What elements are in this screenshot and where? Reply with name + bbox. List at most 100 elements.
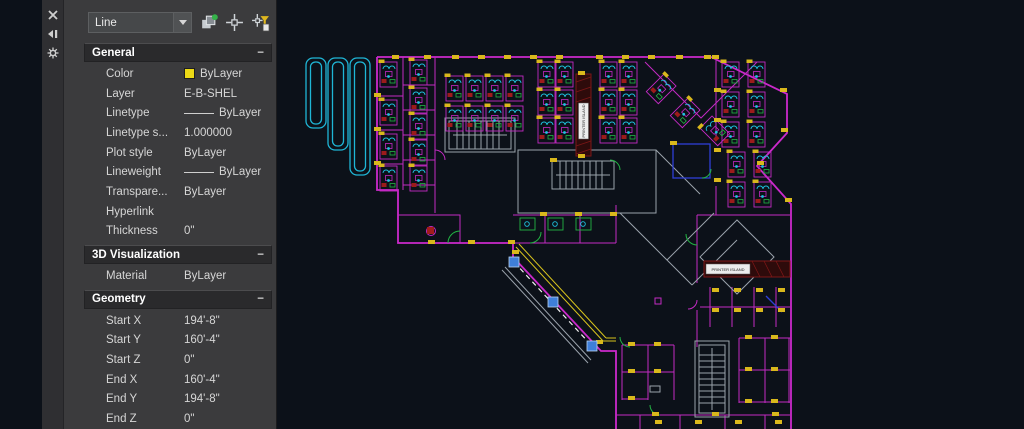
prop-value[interactable]: 160'-4" (184, 334, 220, 346)
prop-label: Thickness (106, 225, 158, 238)
prop-value-text: 194'-8" (184, 393, 220, 406)
small-rooms (519, 217, 592, 231)
settings-gear-icon[interactable] (47, 47, 59, 59)
printer-island-label-v: PRINTER ISLAND (581, 104, 586, 137)
dropdown-arrow-icon[interactable] (173, 13, 191, 32)
section-title: Geometry (92, 293, 146, 306)
palette-titlebar[interactable] (42, 0, 64, 429)
object-type-value: Line (95, 16, 117, 29)
prop-row-end-y[interactable]: End Y 194'-8" (64, 390, 276, 410)
prop-value[interactable]: ByLayer (184, 107, 261, 119)
prop-value-text: 0" (184, 413, 195, 426)
prop-label: End Z (106, 413, 137, 426)
prop-value-text: ByLayer (219, 166, 262, 179)
prop-label: Linetype s... (106, 126, 169, 139)
prop-row-transparency[interactable]: Transpare... ByLayer (64, 182, 276, 202)
prop-value-text: E-B-SHEL (184, 87, 238, 100)
stairs-lower (698, 344, 726, 414)
grip-start[interactable] (508, 256, 520, 268)
prop-row-end-z[interactable]: End Z 0" (64, 409, 276, 429)
prop-value[interactable]: ByLayer (184, 270, 226, 282)
stairs-upper (448, 120, 512, 150)
prop-value[interactable]: E-B-SHEL (184, 88, 237, 100)
prop-label: End X (106, 373, 138, 386)
collapse-button[interactable]: − (257, 46, 264, 59)
prop-value-text: ByLayer (184, 146, 227, 159)
prop-value-text: ByLayer (200, 67, 243, 80)
prop-value[interactable]: 194'-8" (184, 315, 220, 327)
prop-row-end-x[interactable]: End X 160'-4" (64, 370, 276, 390)
prop-label: End Y (106, 393, 138, 406)
prop-value[interactable]: 160'-4" (184, 374, 220, 386)
prop-value-text: 1.000000 (184, 126, 232, 139)
red-fixture (427, 227, 434, 234)
section-header-3d-visualization[interactable]: 3D Visualization − (84, 245, 272, 265)
room-fixtures (524, 221, 586, 227)
properties-palette: Line (64, 0, 277, 429)
prop-value[interactable]: 0" (184, 354, 194, 366)
printer-island-label-h: PRINTER ISLAND (711, 267, 744, 272)
select-objects-button[interactable] (225, 13, 244, 33)
prop-row-linetype-scale[interactable]: Linetype s... 1.000000 (64, 123, 276, 143)
printer-island-horizontal: PRINTER ISLAND (703, 260, 791, 278)
prop-row-plot-style[interactable]: Plot style ByLayer (64, 143, 276, 163)
selection-grips (508, 256, 598, 352)
prop-value[interactable]: ByLayer (184, 147, 226, 159)
prop-value[interactable]: 0" (184, 413, 194, 425)
prop-value-text: ByLayer (219, 107, 262, 120)
quick-select-icon (252, 14, 270, 32)
collapse-button[interactable]: − (257, 293, 264, 306)
collapse-button[interactable]: − (257, 248, 264, 261)
lineweight-sample (184, 171, 214, 173)
prop-label: Linetype (106, 107, 150, 120)
prop-label: Color (106, 67, 134, 80)
interior-walls (377, 57, 790, 429)
prop-value[interactable]: ByLayer (184, 186, 226, 198)
prop-value-text: 194'-8" (184, 314, 220, 327)
prop-value-text: ByLayer (184, 185, 227, 198)
prop-label: Hyperlink (106, 205, 154, 218)
prop-row-thickness[interactable]: Thickness 0" (64, 222, 276, 242)
prop-label: Start Z (106, 354, 141, 367)
prop-row-color[interactable]: Color ByLayer (64, 64, 276, 84)
prop-value[interactable]: 1.000000 (184, 127, 232, 139)
door-arcs (434, 149, 712, 416)
prop-value[interactable]: 0" (184, 225, 194, 237)
section-title: General (92, 46, 135, 59)
autohide-icon[interactable] (47, 28, 59, 40)
color-swatch (184, 68, 195, 80)
prop-value[interactable]: ByLayer (184, 68, 242, 80)
prop-row-start-x[interactable]: Start X 194'-8" (64, 311, 276, 331)
close-icon[interactable] (47, 9, 59, 21)
prop-row-hyperlink[interactable]: Hyperlink (64, 202, 276, 222)
prop-value[interactable]: 194'-8" (184, 393, 220, 405)
prop-label: Lineweight (106, 166, 161, 179)
stairs-center (551, 160, 615, 190)
section-title: 3D Visualization (92, 248, 180, 261)
prop-row-start-y[interactable]: Start Y 160'-4" (64, 331, 276, 351)
prop-label: Material (106, 270, 147, 283)
object-type-dropdown[interactable]: Line (88, 12, 192, 33)
palette-toolbar: Line (64, 0, 276, 39)
section-header-geometry[interactable]: Geometry − (84, 289, 272, 309)
prop-value[interactable]: ByLayer (184, 166, 261, 178)
prop-row-material[interactable]: Material ByLayer (64, 266, 276, 286)
toggle-pickadd-button[interactable] (199, 13, 218, 33)
pickadd-icon (202, 14, 218, 29)
canopy-cyan (305, 57, 371, 176)
floor-plan: PRINTER ISLAND PRINTER ISLAND (305, 55, 792, 429)
quick-select-button[interactable] (251, 13, 270, 33)
grip-mid[interactable] (547, 296, 559, 308)
prop-row-start-z[interactable]: Start Z 0" (64, 350, 276, 370)
prop-value-text: 160'-4" (184, 334, 220, 347)
prop-row-lineweight[interactable]: Lineweight ByLayer (64, 162, 276, 182)
section-header-general[interactable]: General − (84, 43, 272, 62)
prop-value-text: 0" (184, 225, 195, 238)
grip-end[interactable] (586, 340, 598, 352)
cubicle-clusters (378, 57, 772, 208)
prop-row-layer[interactable]: Layer E-B-SHEL (64, 84, 276, 104)
prop-row-linetype[interactable]: Linetype ByLayer (64, 103, 276, 123)
prop-label: Transpare... (106, 185, 168, 198)
printer-island-vertical: PRINTER ISLAND (575, 73, 592, 157)
